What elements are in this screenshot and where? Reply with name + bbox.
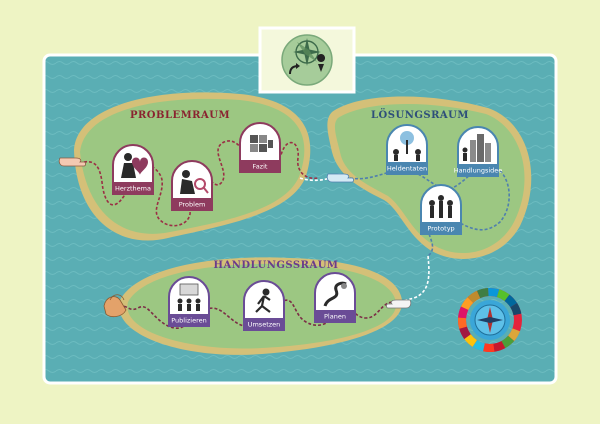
people-screen-icon: [177, 283, 201, 311]
heart-person-icon: [121, 153, 148, 178]
city-people-icon: [462, 134, 491, 162]
runner-icon: [255, 288, 271, 313]
region-title-action: HANDLUNGSSRAUM: [214, 260, 339, 271]
hero-tree-icon: [393, 131, 421, 161]
connector-problem-solution: [299, 177, 331, 182]
station-label-heldentaten: Heldentaten: [387, 165, 427, 173]
station-label-herzthema: Herzthema: [115, 185, 151, 193]
station-label-prototyp: Prototyp: [427, 225, 454, 233]
pointing-hand-icon: [58, 157, 86, 167]
station-heldentaten[interactable]: Heldentaten: [386, 124, 428, 175]
region-title-solution: LÖSUNGSRAUM: [371, 108, 469, 121]
station-prototyp[interactable]: Prototyp: [420, 184, 462, 235]
pointing-hand-icon: [386, 299, 412, 309]
station-herzthema[interactable]: Herzthema: [112, 144, 154, 195]
station-label-handlungsidee: Handlungsidee: [454, 167, 503, 175]
station-label-problem: Problem: [179, 201, 206, 209]
people-group-icon: [429, 195, 453, 218]
region-title-problem: PROBLEMRAUM: [130, 110, 230, 121]
pointing-hand-icon: [326, 173, 354, 183]
station-fazit[interactable]: Fazit: [239, 122, 281, 173]
station-publizieren[interactable]: Publizieren: [168, 276, 210, 327]
connector-solution-action: [393, 255, 430, 303]
station-label-fazit: Fazit: [253, 163, 268, 171]
clapping-hands-icon: [103, 294, 127, 318]
station-label-umsetzen: Umsetzen: [248, 321, 281, 329]
compass-rose-icon: [281, 34, 333, 86]
station-umsetzen[interactable]: Umsetzen: [243, 280, 285, 331]
thinker-magnifier-icon: [180, 170, 209, 194]
header-badge: [258, 26, 356, 94]
station-problem[interactable]: Problem: [171, 160, 213, 211]
station-planen[interactable]: Planen: [314, 272, 356, 323]
station-label-planen: Planen: [324, 313, 346, 321]
station-handlungsidee[interactable]: Handlungsidee: [454, 126, 503, 177]
sdg-wheel-icon: [458, 288, 522, 352]
station-label-publizieren: Publizieren: [171, 317, 207, 325]
road-plan-icon: [323, 281, 347, 307]
puzzle-icon: [250, 135, 273, 152]
